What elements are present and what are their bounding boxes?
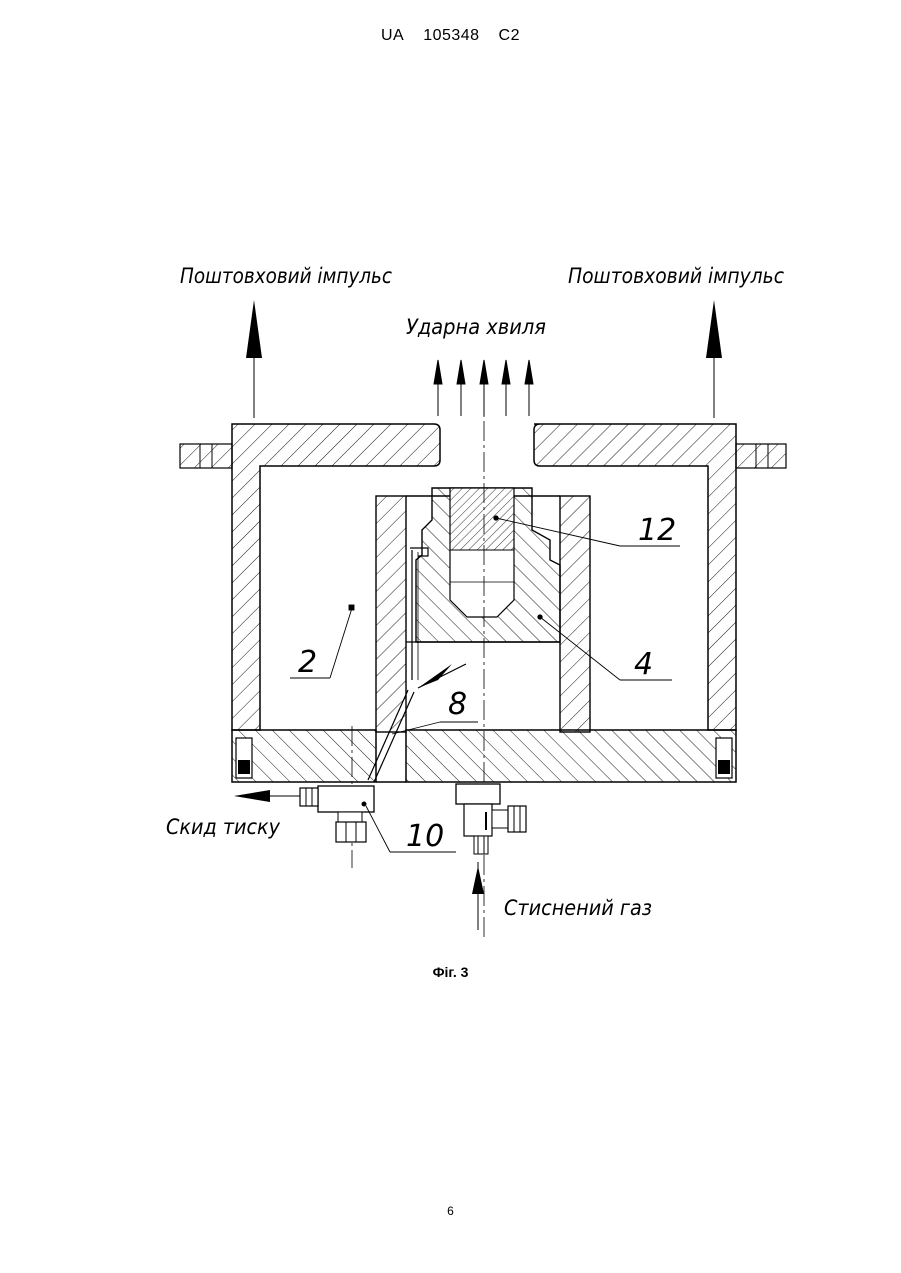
pulse-arrow-right: [706, 300, 722, 418]
gas-arrow: [472, 862, 484, 930]
callout-8: 8: [448, 687, 467, 722]
pulse-arrow-left: [246, 300, 262, 418]
page-number: 6: [0, 1204, 901, 1218]
figure-caption: Фіг. 3: [0, 964, 901, 980]
release-fitting: [300, 786, 374, 842]
callout-12: 12: [638, 513, 676, 548]
label-pulse-right: Поштовховий імпульс: [568, 264, 784, 288]
callout-2: 2: [298, 645, 317, 680]
label-compressed-gas: Стиснений газ: [504, 896, 652, 920]
shock-wave-arrows: [434, 360, 533, 416]
label-pulse-left: Поштовховий імпульс: [180, 264, 392, 288]
label-pressure-release: Скид тиску: [166, 815, 281, 839]
callout-4: 4: [634, 647, 653, 682]
label-shock-wave: Ударна хвиля: [406, 315, 546, 339]
release-arrow: [234, 790, 300, 802]
gas-inlet-fitting: [456, 784, 526, 854]
callout-10: 10: [406, 819, 444, 854]
